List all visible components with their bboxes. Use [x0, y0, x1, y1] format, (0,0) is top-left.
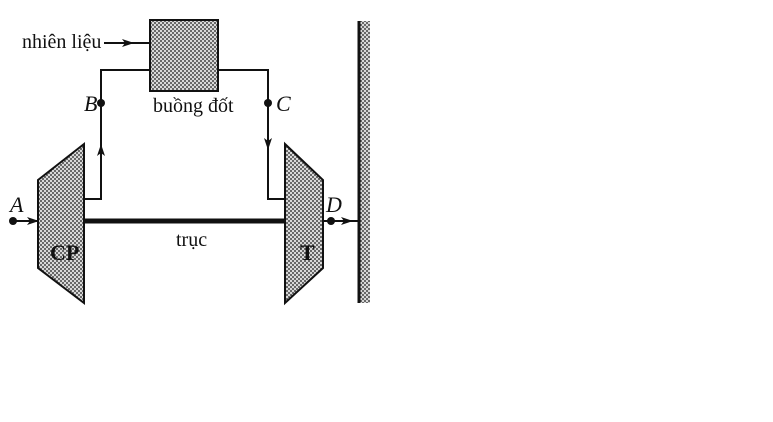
wall: [358, 21, 370, 303]
combustor-label: buồng đốt: [153, 95, 234, 117]
compressor-label: CP: [50, 240, 79, 265]
combustor-box: [149, 19, 219, 92]
shaft-label: trục: [176, 229, 207, 251]
point-b-dot: [97, 99, 105, 107]
point-c-dot: [264, 99, 272, 107]
fuel-label: nhiên liệu: [22, 31, 101, 53]
turbine: [284, 141, 324, 306]
compressor: [37, 141, 85, 306]
point-d-label: D: [325, 192, 342, 217]
compressor-outlet-line: [84, 69, 150, 200]
point-c-label: C: [276, 91, 291, 116]
turbine-label: T: [300, 240, 315, 265]
point-a-label: A: [8, 192, 24, 217]
turbine-inlet-line: [218, 69, 285, 200]
point-b-label: B: [84, 91, 97, 116]
